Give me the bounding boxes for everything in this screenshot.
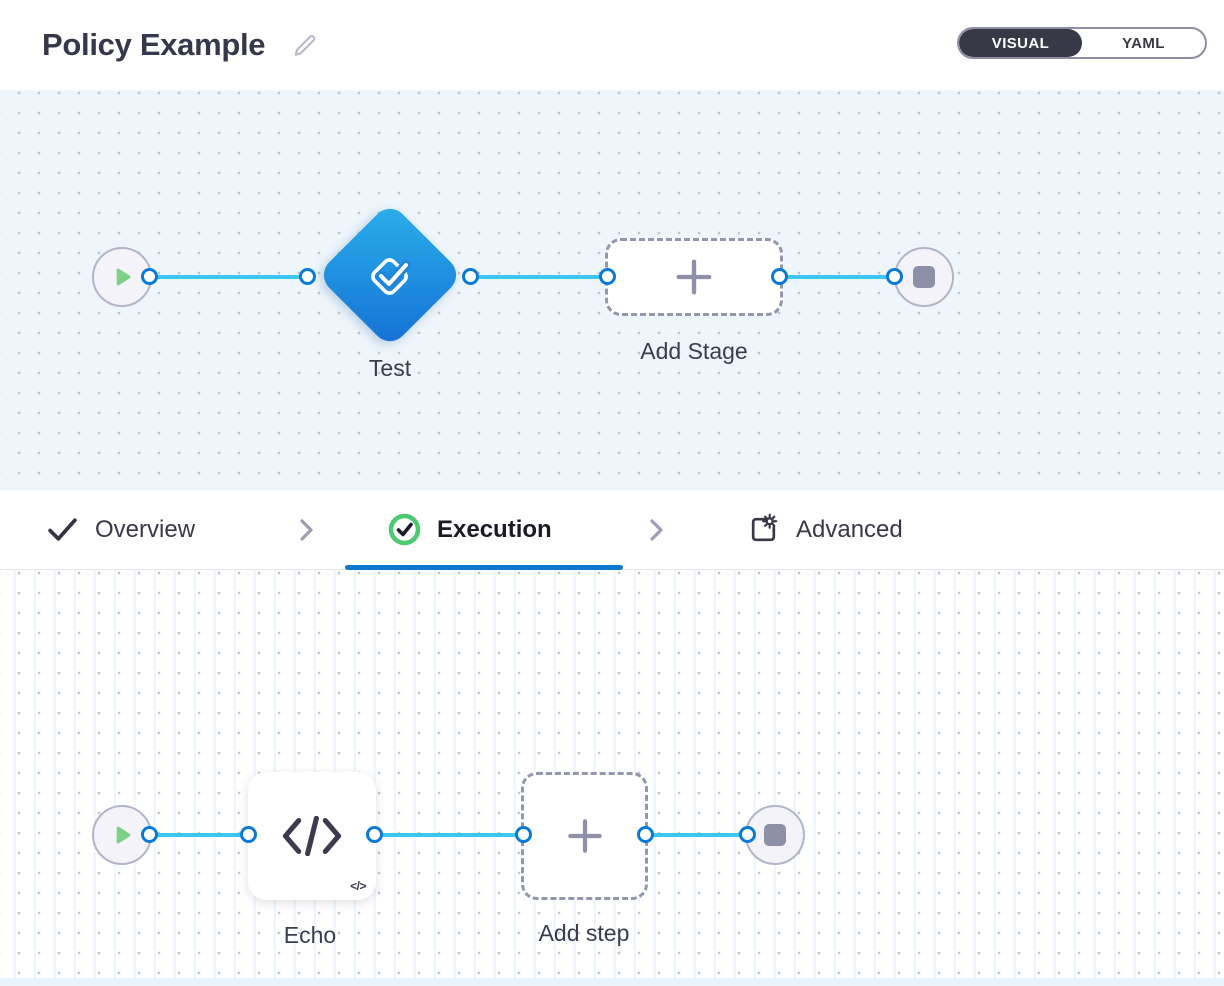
stop-icon [764, 824, 786, 846]
active-tab-underline [345, 565, 623, 570]
tab-execution-label: Execution [437, 515, 552, 543]
stage-config-tabs: Overview Execution [0, 490, 1224, 570]
code-icon [282, 816, 342, 856]
edge-stage-to-addstage [470, 275, 607, 279]
page-title: Policy Example [42, 27, 266, 62]
port [141, 268, 158, 285]
port [515, 826, 532, 843]
step-label: Echo [283, 922, 337, 948]
tab-overview-label: Overview [95, 515, 196, 543]
port [599, 268, 616, 285]
tab-advanced[interactable]: Advanced [747, 490, 903, 569]
port [141, 826, 158, 843]
pipeline-end-node[interactable] [894, 247, 954, 307]
advanced-settings-icon [751, 513, 778, 542]
edge-addstep-to-end [646, 833, 748, 837]
execution-end-node[interactable] [745, 805, 805, 865]
check-circle-icon [388, 513, 421, 546]
edge-start-to-step [150, 833, 249, 837]
add-step-label: Add step [538, 920, 630, 946]
toggle-visual-button[interactable]: VISUAL [959, 29, 1082, 57]
tab-execution[interactable]: Execution [388, 490, 552, 569]
add-step-button[interactable] [521, 772, 648, 900]
edge-addstage-to-end [779, 275, 893, 279]
visual-yaml-toggle: VISUAL YAML [957, 27, 1207, 59]
play-icon [116, 826, 131, 844]
play-icon [116, 268, 131, 286]
port [462, 268, 479, 285]
add-stage-button[interactable] [605, 238, 783, 316]
port [886, 268, 903, 285]
port [299, 268, 316, 285]
chevron-right-icon [648, 490, 665, 569]
check-icon [48, 518, 77, 541]
port [637, 826, 654, 843]
toggle-yaml-button[interactable]: YAML [1122, 34, 1165, 52]
shell-script-badge: </> [350, 879, 366, 893]
port [366, 826, 383, 843]
edit-pencil-icon[interactable] [292, 33, 317, 58]
stage-canvas[interactable]: Test Add Stage [0, 90, 1224, 490]
execution-start-node[interactable] [92, 805, 152, 865]
header: Policy Example VISUAL YAML [0, 0, 1224, 90]
approval-check-icon [338, 223, 442, 327]
add-stage-label: Add Stage [640, 338, 748, 364]
tab-overview[interactable]: Overview [46, 490, 195, 569]
plus-icon [676, 259, 712, 295]
tab-advanced-label: Advanced [796, 515, 903, 543]
edge-start-to-stage [149, 275, 307, 279]
stop-icon [913, 266, 935, 288]
execution-canvas[interactable]: </> Echo Add step [0, 570, 1224, 978]
next-section-edge [0, 978, 1224, 986]
port [771, 268, 788, 285]
port [739, 826, 756, 843]
port [240, 826, 257, 843]
stage-label: Test [368, 355, 412, 381]
chevron-right-icon [298, 490, 315, 569]
edge-step-to-addstep [375, 833, 524, 837]
stage-node-test[interactable] [316, 201, 464, 349]
step-node-echo[interactable]: </> [248, 772, 376, 900]
plus-icon [567, 819, 602, 853]
